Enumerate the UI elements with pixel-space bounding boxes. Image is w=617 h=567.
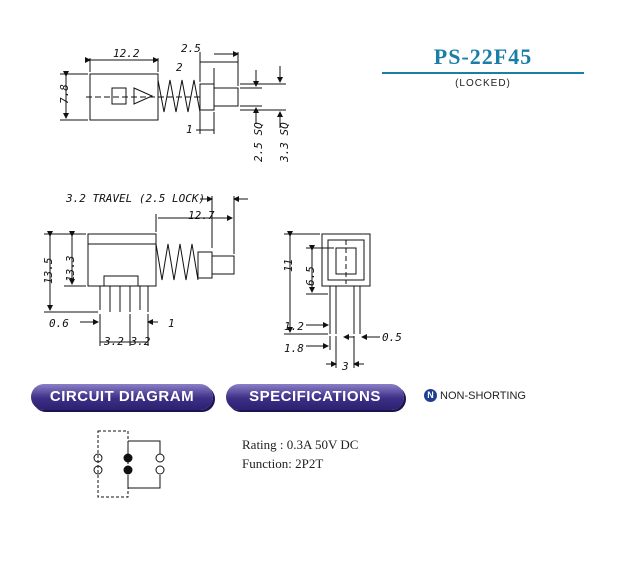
- dim-top-sq1: 2.5 SQ: [252, 122, 265, 162]
- side-view: [44, 196, 248, 346]
- dim-end-h2: 6.5: [304, 266, 317, 286]
- dim-top-plunger: 2.5: [181, 42, 201, 55]
- dim-top-two: 2: [176, 61, 183, 74]
- dim-side-pin-width: 0.6: [49, 317, 69, 330]
- dim-end-18: 1.8: [284, 342, 304, 355]
- dim-end-h1: 11: [282, 259, 295, 272]
- dim-side-h1: 13.5: [42, 258, 55, 285]
- dim-side-one: 1: [168, 317, 175, 330]
- part-number-title: PS-22F45: [433, 44, 533, 69]
- dim-end-05: 0.5: [382, 331, 402, 344]
- dim-side-length: 12.7: [188, 209, 215, 222]
- dim-travel: 3.2 TRAVEL (2.5 LOCK): [65, 192, 205, 205]
- title-underline: [382, 72, 584, 74]
- locked-subtitle: (LOCKED): [455, 78, 511, 89]
- dim-end-3: 3: [341, 360, 349, 373]
- circuit-diagram-heading: CIRCUIT DIAGRAM: [31, 384, 213, 410]
- end-view: [284, 231, 380, 368]
- dim-end-12: 1.2: [284, 320, 304, 333]
- spec-function: Function: 2P2T: [242, 456, 324, 471]
- dim-top-sq2: 3.3 SQ: [278, 122, 291, 163]
- n-badge-icon: N: [424, 389, 437, 402]
- dim-side-h2: 13.3: [64, 256, 77, 283]
- circuit-schematic: [93, 430, 165, 498]
- specifications-heading: SPECIFICATIONS: [226, 384, 404, 410]
- non-shorting-indicator: N NON-SHORTING: [424, 389, 526, 402]
- dim-top-one: 1: [186, 123, 193, 136]
- dim-top-height: 7.8: [58, 84, 71, 104]
- dim-side-pitch: 3.2 3.2: [103, 335, 151, 348]
- spec-rating: Rating : 0.3A 50V DC: [242, 437, 359, 452]
- dim-top-width: 12.2: [113, 47, 140, 60]
- top-view: [60, 51, 286, 134]
- non-shorting-label: NON-SHORTING: [440, 389, 526, 402]
